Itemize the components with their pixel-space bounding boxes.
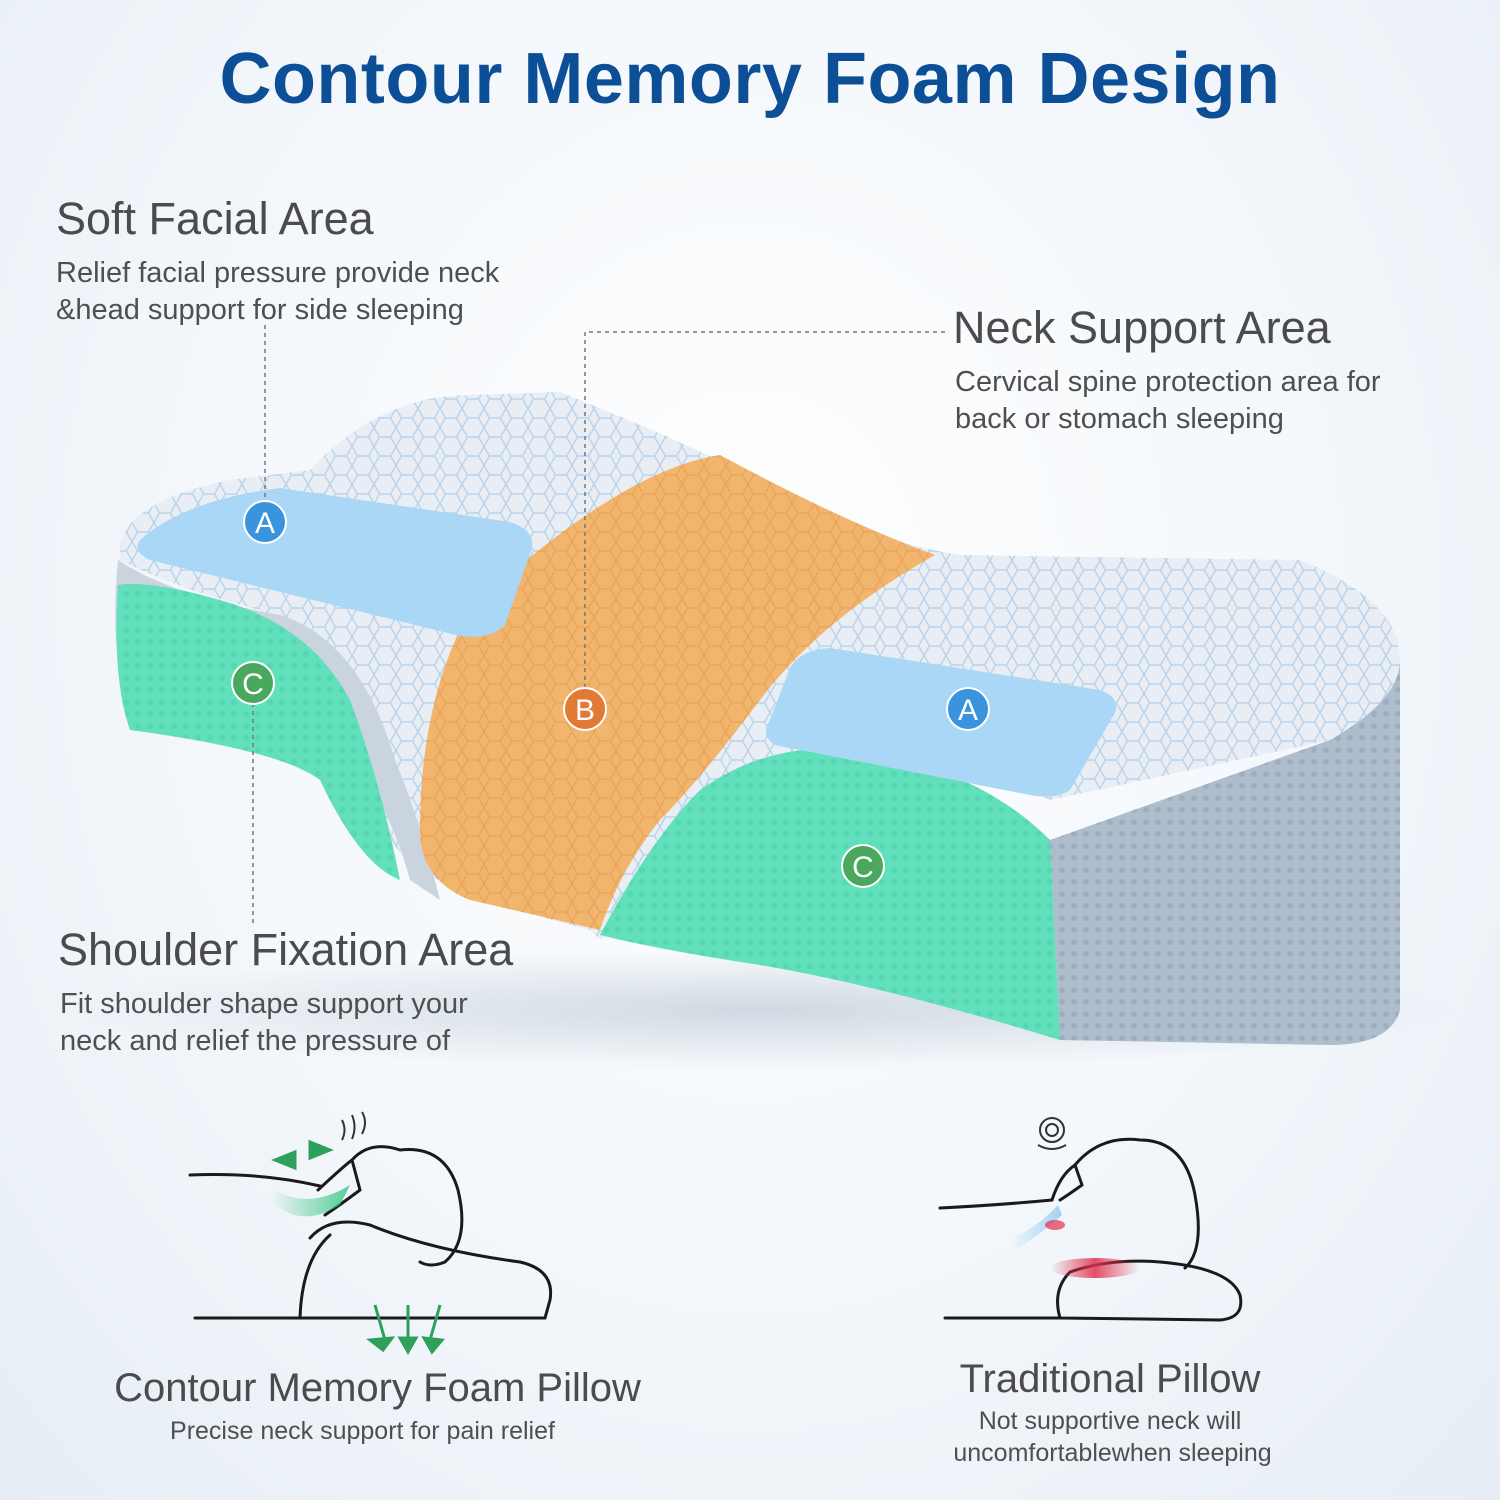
neck-area-desc-line1: Cervical spine protection area for [955,366,1381,398]
badge-b: B [563,687,607,731]
svg-text:C: C [852,851,874,884]
breath-icon [341,1111,366,1141]
badge-a-left: A [243,500,287,544]
svg-text:B: B [575,694,595,727]
svg-text:A: A [255,507,275,540]
snore-icon [1037,1117,1067,1150]
contour-pillow-sketch [188,1145,553,1320]
facial-area-title: Soft Facial Area [56,193,374,244]
pressure-point-neck [1045,1220,1065,1230]
traditional-pillow-desc-line2: uncomfortablewhen sleeping [953,1439,1272,1467]
pressure-point-back [1050,1258,1140,1278]
contour-pillow-title: Contour Memory Foam Pillow [114,1366,641,1410]
neck-area-title: Neck Support Area [953,302,1331,353]
support-arrows-icon [270,1139,445,1356]
traditional-pillow-title: Traditional Pillow [959,1357,1261,1401]
leader-lines [252,325,945,925]
page-title: Contour Memory Foam Design [219,39,1281,119]
shoulder-area-desc-line1: Fit shoulder shape support your [60,988,468,1020]
svg-text:C: C [242,668,264,701]
airflow-green [270,1185,350,1217]
shoulder-area-desc-line2: neck and relief the pressure of [60,1025,451,1057]
airflow-blue [1010,1205,1062,1250]
contour-pillow-desc: Precise neck support for pain relief [170,1417,555,1445]
traditional-pillow-sketch [938,1137,1243,1322]
shoulder-area-title: Shoulder Fixation Area [58,924,514,975]
pillow [115,392,1400,1045]
neck-area-desc-line2: back or stomach sleeping [955,403,1284,435]
badge-c-right: C [841,844,885,888]
facial-area-desc-line2: &head support for side sleeping [56,294,464,326]
badge-c-left: C [231,661,275,705]
traditional-pillow-desc-line1: Not supportive neck will [978,1407,1242,1435]
svg-text:A: A [958,694,978,727]
facial-area-desc-line1: Relief facial pressure provide neck [56,257,500,289]
badge-a-right: A [946,687,990,731]
